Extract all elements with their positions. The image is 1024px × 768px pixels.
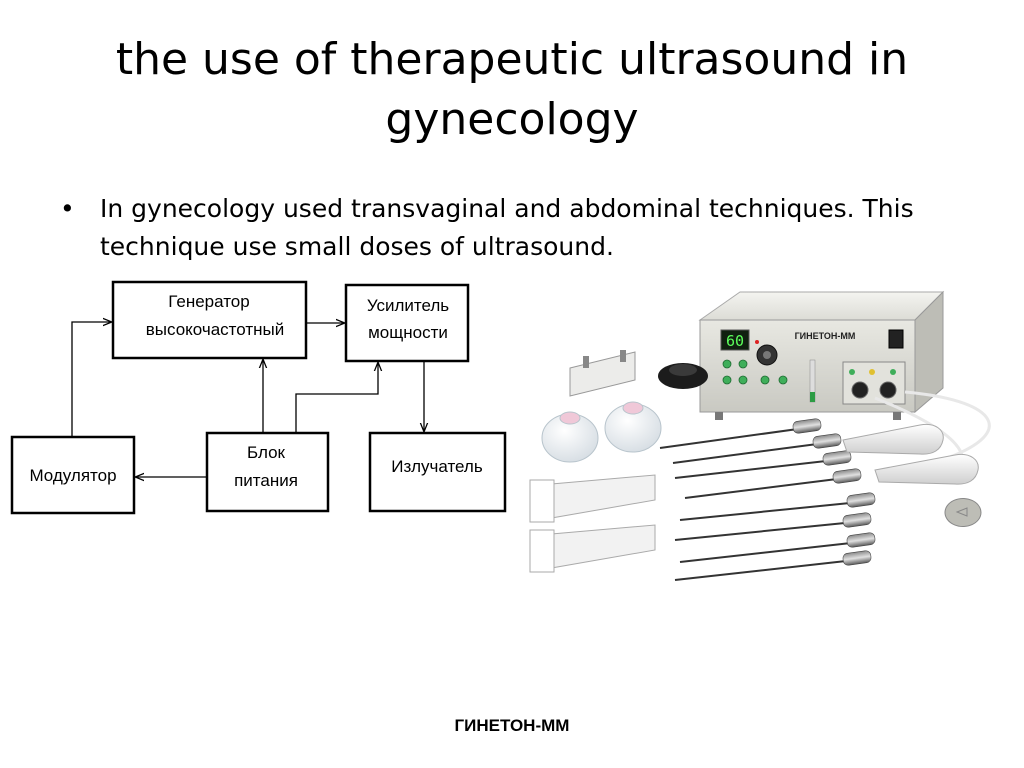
amplifier-block: Усилитель мощности: [344, 283, 470, 363]
emitter-label: Излучатель: [391, 457, 483, 476]
emitter-block: Излучатель: [368, 431, 507, 513]
output-socket-2: [879, 381, 897, 399]
modulator-block: Модулятор: [10, 435, 136, 515]
generator-label-line1: Генератор: [168, 292, 249, 311]
bullet-list: • In gynecology used transvaginal and ab…: [58, 190, 958, 266]
therapy-unit: 60 ГИНЕТОН-ММ: [698, 290, 945, 420]
power-supply-label-line2: питания: [234, 471, 298, 490]
generator-label-line2: высокочастотный: [146, 320, 284, 339]
generator-block: Генератор высокочастотный: [111, 280, 308, 360]
power-supply-block: Блок питания: [205, 431, 330, 513]
washer-piece: [944, 498, 982, 527]
bullet-marker: •: [60, 194, 75, 223]
glass-applicators: [541, 401, 662, 463]
slide-title: the use of therapeutic ultrasound in gyn…: [115, 34, 909, 145]
bullet-text: In gynecology used transvaginal and abdo…: [100, 194, 914, 261]
amplifier-label-line2: мощности: [368, 323, 448, 342]
device-buttons: [722, 359, 788, 385]
arrow-power-to-amplifier: [295, 363, 378, 433]
amplifier-label-line1: Усилитель: [367, 296, 449, 315]
probe-rods: [659, 427, 861, 581]
bullet-item: • In gynecology used transvaginal and ab…: [58, 190, 958, 266]
probe-holder: [569, 350, 636, 397]
output-socket-1: [851, 381, 869, 399]
power-switch: [888, 329, 904, 349]
probe-handles: [842, 423, 979, 485]
device-caption: ГИНЕТОН-ММ: [454, 716, 570, 735]
power-supply-label-line1: Блок: [247, 443, 286, 462]
cone-applicators: [529, 474, 656, 573]
block-diagram: Генератор высокочастотный Усилитель мощн…: [10, 280, 507, 515]
device-photo: 60 ГИНЕТОН-ММ: [529, 290, 991, 581]
modulator-label: Модулятор: [29, 466, 116, 485]
probe-heads: [792, 418, 876, 566]
device-brand-plate: ГИНЕТОН-ММ: [795, 331, 856, 341]
device-display: 60: [726, 332, 744, 350]
arrow-modulator-to-generator: [71, 322, 111, 437]
